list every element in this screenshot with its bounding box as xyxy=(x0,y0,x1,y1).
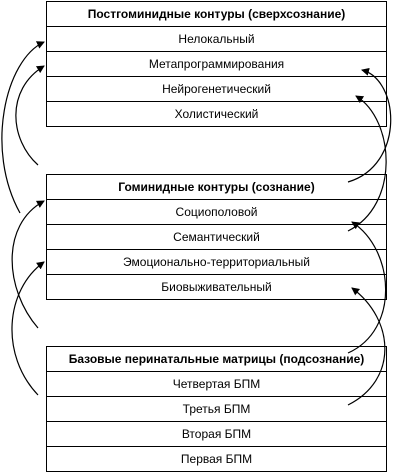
block-hominid-circuits: Гоминидные контуры (сознание) Социополов… xyxy=(46,174,387,300)
row-item: Вторая БПМ xyxy=(47,421,386,446)
row-item: Нелокальный xyxy=(47,26,386,51)
row-item: Третья БПМ xyxy=(47,396,386,421)
row-item: Социополовой xyxy=(47,199,386,224)
arrow-left-4 xyxy=(11,261,45,396)
block-post-hominid-circuits: Постгоминидные контуры (сверхсознание) Н… xyxy=(46,1,387,127)
arrow-left-3 xyxy=(11,200,45,329)
arrow-left-1 xyxy=(1,41,45,214)
row-item: Первая БПМ xyxy=(47,446,386,471)
row-item: Биовыживательный xyxy=(47,274,386,299)
arrow-left-2 xyxy=(15,65,45,166)
row-item: Четвертая БПМ xyxy=(47,371,386,396)
row-item: Метапрограммирования xyxy=(47,51,386,76)
block-title: Постгоминидные контуры (сверхсознание) xyxy=(87,7,346,21)
block-perinatal-matrices: Базовые перинатальные матрицы (подсознан… xyxy=(46,346,387,472)
row-item: Семантический xyxy=(47,224,386,249)
row-item: Нейрогенетический xyxy=(47,76,386,101)
block-title: Гоминидные контуры (сознание) xyxy=(118,180,315,194)
block-title: Базовые перинатальные матрицы (подсознан… xyxy=(68,352,365,366)
row-item: Эмоционально-территориальный xyxy=(47,249,386,274)
row-item: Холистический xyxy=(47,101,386,126)
